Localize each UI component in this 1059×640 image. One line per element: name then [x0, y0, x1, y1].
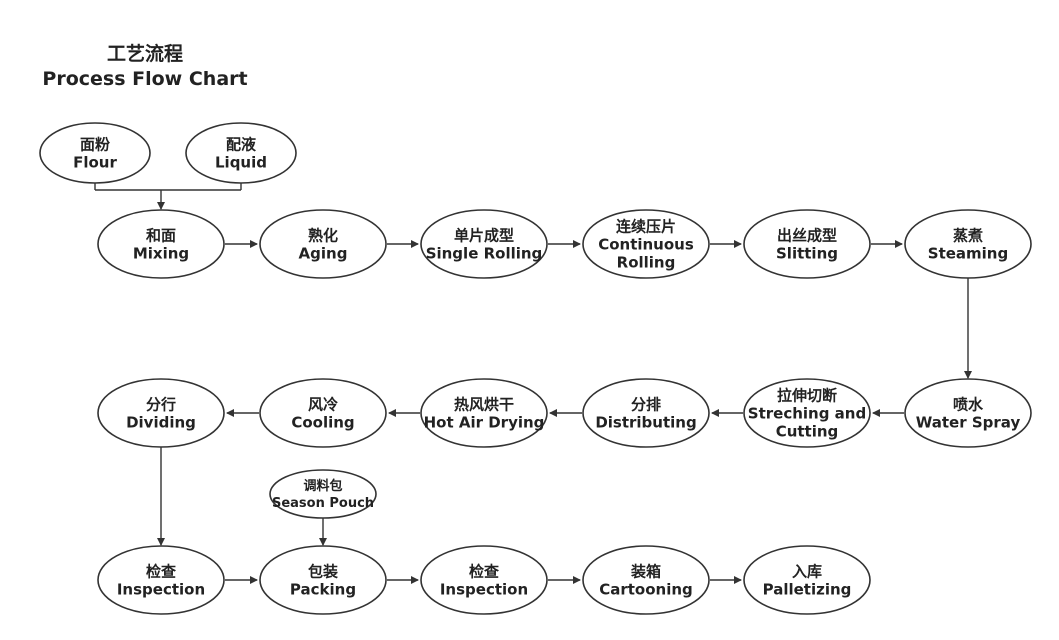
node-season-pouch-label-0: 调料包 [303, 478, 342, 494]
node-packing-label-1: Packing [290, 580, 356, 598]
node-single-rolling-label-0: 单片成型 [454, 226, 514, 244]
node-packing-label-0: 包装 [308, 562, 339, 580]
chart-title-zh: 工艺流程 [106, 43, 183, 65]
node-water-spray-label-0: 喷水 [953, 395, 984, 413]
node-season-pouch-shape [269, 469, 377, 519]
node-single-rolling-label-1: Single Rolling [426, 244, 543, 262]
node-cooling-label-1: Cooling [291, 413, 354, 431]
node-streching-cutting-label-2: Cutting [776, 422, 839, 440]
node-steaming-label-1: Steaming [928, 244, 1008, 262]
node-mixing-label-1: Mixing [133, 244, 189, 262]
node-inspection-1-label-0: 检查 [146, 562, 177, 580]
node-cooling-shape [259, 378, 387, 448]
node-hot-air-drying-label-1: Hot Air Drying [424, 413, 545, 431]
node-mixing-label-0: 和面 [146, 226, 176, 244]
node-palletizing-shape [743, 545, 871, 615]
node-distributing-label-0: 分排 [631, 395, 661, 413]
node-distributing-shape [582, 378, 710, 448]
node-steaming-label-0: 蒸煮 [953, 226, 983, 244]
node-streching-cutting-label-0: 拉伸切断 [777, 386, 837, 404]
node-aging-shape [259, 209, 387, 279]
node-dividing-label-1: Dividing [126, 413, 196, 431]
node-water-spray-shape [904, 378, 1032, 448]
node-inspection-1-label-1: Inspection [117, 580, 205, 598]
node-slitting-label-1: Slitting [776, 244, 838, 262]
node-palletizing-label-0: 入库 [792, 562, 822, 580]
node-liquid-label-0: 配液 [226, 135, 257, 153]
node-inspection-2-label-1: Inspection [440, 580, 528, 598]
node-packing-shape [259, 545, 387, 615]
node-slitting-label-0: 出丝成型 [777, 226, 837, 244]
node-liquid-shape [185, 122, 297, 184]
edges-layer [94, 183, 972, 584]
node-single-rolling-shape [420, 209, 548, 279]
chart-title-en: Process Flow Chart [42, 68, 248, 90]
node-season-pouch: 调料包 Season Pouch [269, 469, 377, 519]
node-liquid-label-1: Liquid [215, 153, 267, 171]
node-flour-label-0: 面粉 [80, 135, 110, 153]
chart-title-block: 工艺流程 Process Flow Chart [30, 42, 260, 92]
node-water-spray-label-1: Water Spray [916, 413, 1021, 431]
node-streching-cutting-label-1: Streching and [748, 404, 866, 422]
node-steaming-shape [904, 209, 1032, 279]
node-mixing-shape [97, 209, 225, 279]
node-continuous-rolling-label-1: Continuous [598, 235, 694, 253]
node-dividing-label-0: 分行 [146, 395, 176, 413]
node-dividing-shape [97, 378, 225, 448]
node-aging-label-0: 熟化 [308, 226, 338, 244]
node-aging-label-1: Aging [299, 244, 348, 262]
node-cooling-label-0: 风冷 [308, 395, 338, 413]
node-cartooning-label-0: 装箱 [630, 562, 661, 580]
node-inspection-2-shape [420, 545, 548, 615]
node-cartooning-shape [582, 545, 710, 615]
node-streching-cutting-shape [743, 378, 871, 448]
node-flour-label-1: Flour [73, 153, 117, 171]
node-flour-shape [39, 122, 151, 184]
node-season-pouch-label-1: Season Pouch [272, 496, 374, 511]
node-hot-air-drying-shape [420, 378, 548, 448]
node-continuous-rolling-label-0: 连续压片 [616, 217, 676, 235]
node-slitting-shape [743, 209, 871, 279]
node-cartooning-label-1: Cartooning [599, 580, 693, 598]
node-inspection-2-label-0: 检查 [469, 562, 500, 580]
node-distributing-label-1: Distributing [595, 413, 696, 431]
node-continuous-rolling-label-2: Rolling [617, 253, 676, 271]
node-continuous-rolling-shape [582, 209, 710, 279]
node-hot-air-drying-label-0: 热风烘干 [454, 395, 514, 413]
node-palletizing-label-1: Palletizing [763, 580, 852, 598]
node-inspection-1-shape [97, 545, 225, 615]
